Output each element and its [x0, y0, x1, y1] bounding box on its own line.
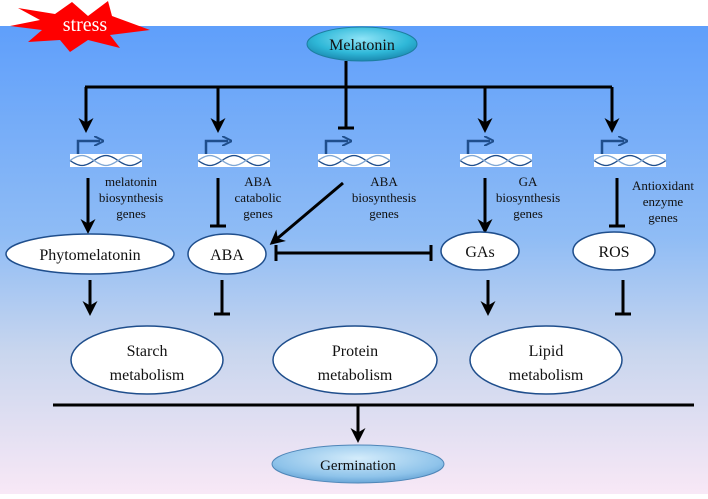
- svg-text:metabolism: metabolism: [110, 367, 185, 384]
- convergence-connector: [53, 403, 694, 443]
- stress-label: stress: [63, 14, 108, 36]
- gene-icon-aba-catabolic: [197, 141, 271, 167]
- svg-text:Melatonin: Melatonin: [329, 37, 395, 54]
- svg-text:melatonin: melatonin: [105, 174, 157, 189]
- svg-text:metabolism: metabolism: [509, 367, 584, 384]
- arrow-aba-biosynthesis-to-aba: [269, 181, 344, 245]
- svg-text:biosynthesis: biosynthesis: [496, 190, 560, 205]
- protein-metabolism-node: Protein metabolism: [272, 325, 438, 395]
- svg-text:Protein: Protein: [332, 343, 378, 360]
- gene-label-aba-biosynthesis: ABA biosynthesis genes: [352, 174, 416, 221]
- svg-text:Lipid: Lipid: [529, 343, 564, 360]
- melatonin-branch-lines: [78, 61, 620, 133]
- phytomelatonin-node: Phytomelatonin: [5, 233, 175, 275]
- gene-icon-ga-biosynthesis: [459, 141, 533, 167]
- stress-burst: stress: [10, 1, 150, 52]
- svg-text:enzyme: enzyme: [643, 194, 684, 209]
- svg-text:GAs: GAs: [465, 244, 494, 261]
- svg-text:genes: genes: [116, 206, 146, 221]
- gene-icon-antioxidant-enzyme: [593, 141, 667, 167]
- promoter-arrow-icon: [466, 141, 490, 154]
- svg-text:genes: genes: [243, 206, 273, 221]
- starch-metabolism-node: Starch metabolism: [70, 325, 224, 395]
- svg-text:catabolic: catabolic: [235, 190, 282, 205]
- gene-label-aba-catabolic: ABA catabolic genes: [235, 174, 282, 221]
- gene-icon-melatonin-biosynthesis: [69, 141, 143, 167]
- gene-label-antioxidant-enzyme: Antioxidant enzyme genes: [632, 178, 694, 225]
- aba-node: ABA: [187, 233, 267, 275]
- gas-node: GAs: [440, 231, 520, 271]
- mid-to-metabolism-connectors: [82, 280, 631, 316]
- gene-icon-aba-biosynthesis: [317, 141, 391, 167]
- melatonin-node: Melatonin: [306, 26, 418, 62]
- svg-text:Germination: Germination: [320, 458, 396, 474]
- promoter-arrow-icon: [204, 141, 228, 154]
- svg-text:genes: genes: [648, 210, 678, 225]
- svg-text:Phytomelatonin: Phytomelatonin: [39, 247, 140, 264]
- svg-text:biosynthesis: biosynthesis: [352, 190, 416, 205]
- svg-text:ABA: ABA: [370, 174, 398, 189]
- svg-text:ROS: ROS: [598, 244, 629, 261]
- svg-text:genes: genes: [369, 206, 399, 221]
- svg-text:Antioxidant: Antioxidant: [632, 178, 694, 193]
- gene-label-melatonin-biosynthesis: melatonin biosynthesis genes: [99, 174, 163, 221]
- svg-text:metabolism: metabolism: [318, 367, 393, 384]
- gene-target-connectors: [80, 178, 625, 261]
- svg-text:GA: GA: [519, 174, 538, 189]
- ros-node: ROS: [572, 231, 656, 271]
- lipid-metabolism-node: Lipid metabolism: [469, 325, 623, 395]
- svg-text:ABA: ABA: [244, 174, 272, 189]
- germination-node: Germination: [271, 444, 445, 484]
- svg-text:biosynthesis: biosynthesis: [99, 190, 163, 205]
- gene-label-ga-biosynthesis: GA biosynthesis genes: [496, 174, 560, 221]
- svg-text:genes: genes: [513, 206, 543, 221]
- promoter-arrow-icon: [76, 141, 100, 154]
- svg-text:Starch: Starch: [127, 343, 168, 360]
- svg-text:ABA: ABA: [210, 247, 244, 264]
- promoter-arrow-icon: [600, 141, 624, 154]
- promoter-arrow-icon: [324, 141, 348, 154]
